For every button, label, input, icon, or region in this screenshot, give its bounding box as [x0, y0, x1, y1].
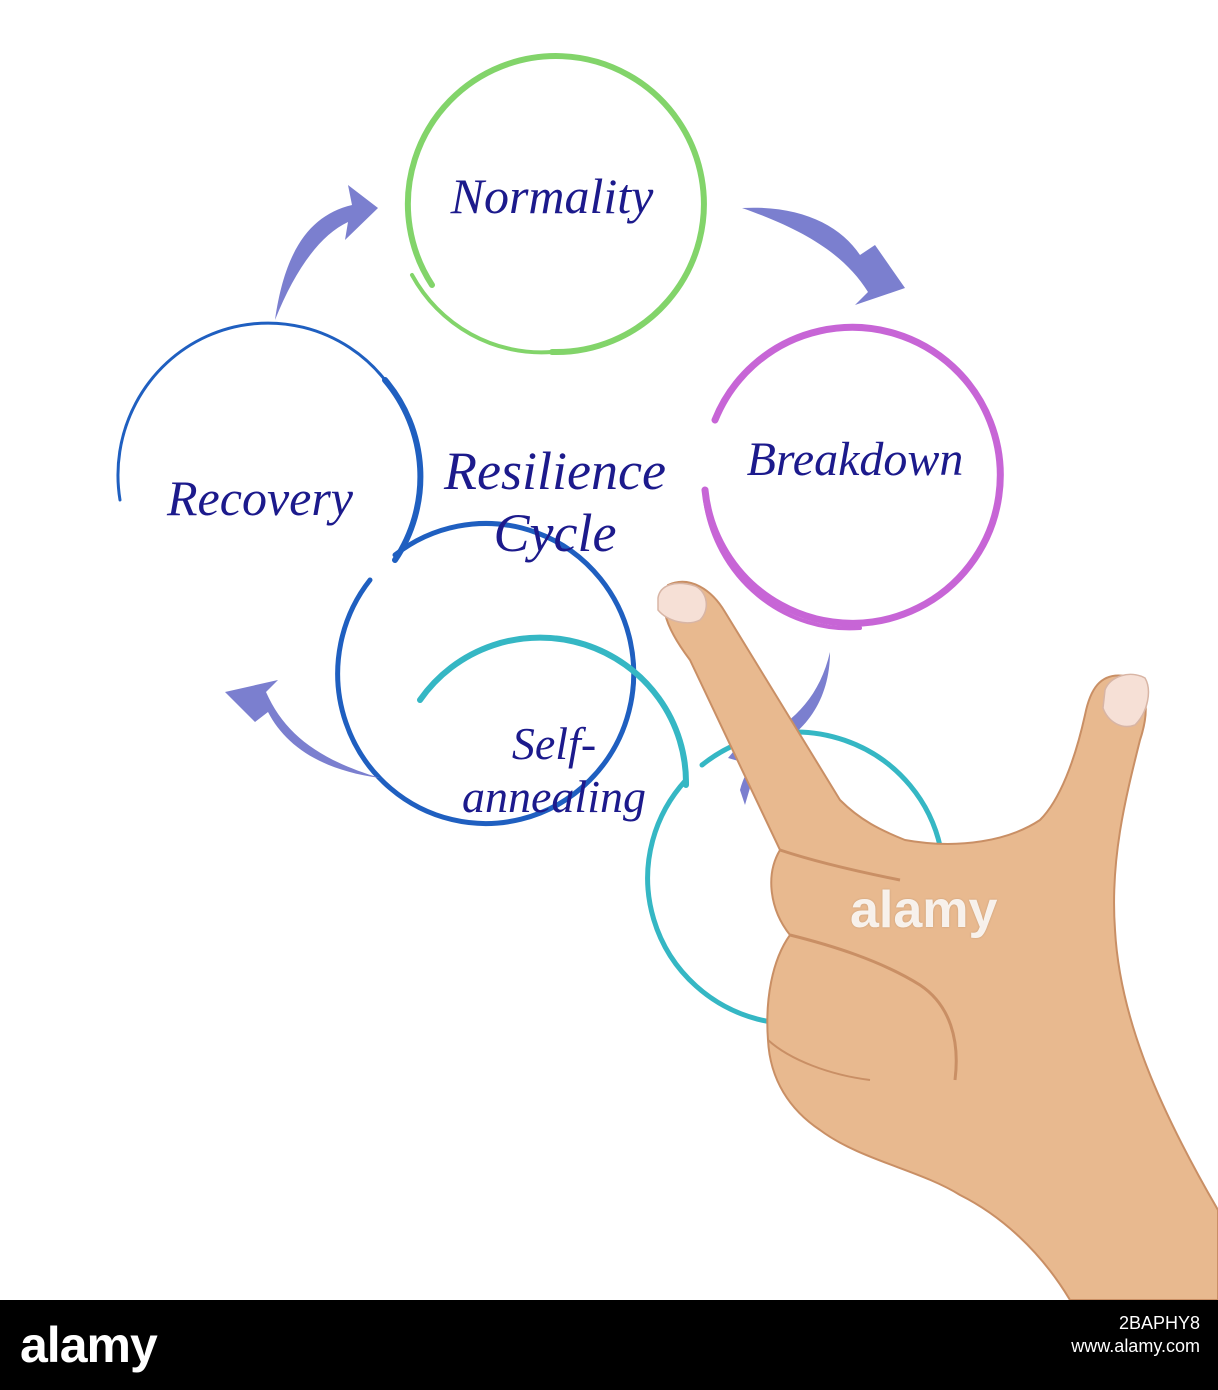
arrow-self-annealing-to-recovery: [225, 680, 380, 778]
node-label-recovery: Recovery: [167, 470, 353, 526]
node-label-breakdown: Breakdown: [746, 433, 964, 486]
recovery-circle: [335, 521, 637, 827]
arrow-normality-to-breakdown: [742, 207, 905, 305]
normality-circle: [404, 53, 707, 356]
arrow-recovery-to-normality: [275, 185, 378, 320]
footer-bar: [0, 1300, 1218, 1390]
footer-logo: alamy: [20, 1317, 158, 1373]
node-label-normality: Normality: [450, 168, 654, 224]
pointing-hand-image: [657, 580, 1218, 1300]
node-label-self-annealing: Self-annealing: [462, 718, 646, 822]
footer-site-link: www.alamy.com: [1071, 1335, 1200, 1356]
resilience-cycle-diagram: [116, 53, 1218, 1300]
watermark-text: alamy: [850, 881, 998, 939]
footer-meta: 2BAPHY8 www.alamy.com: [940, 1312, 1200, 1357]
footer-image-id: 2BAPHY8: [1118, 1313, 1200, 1333]
breakdown-circle: [701, 323, 1004, 627]
